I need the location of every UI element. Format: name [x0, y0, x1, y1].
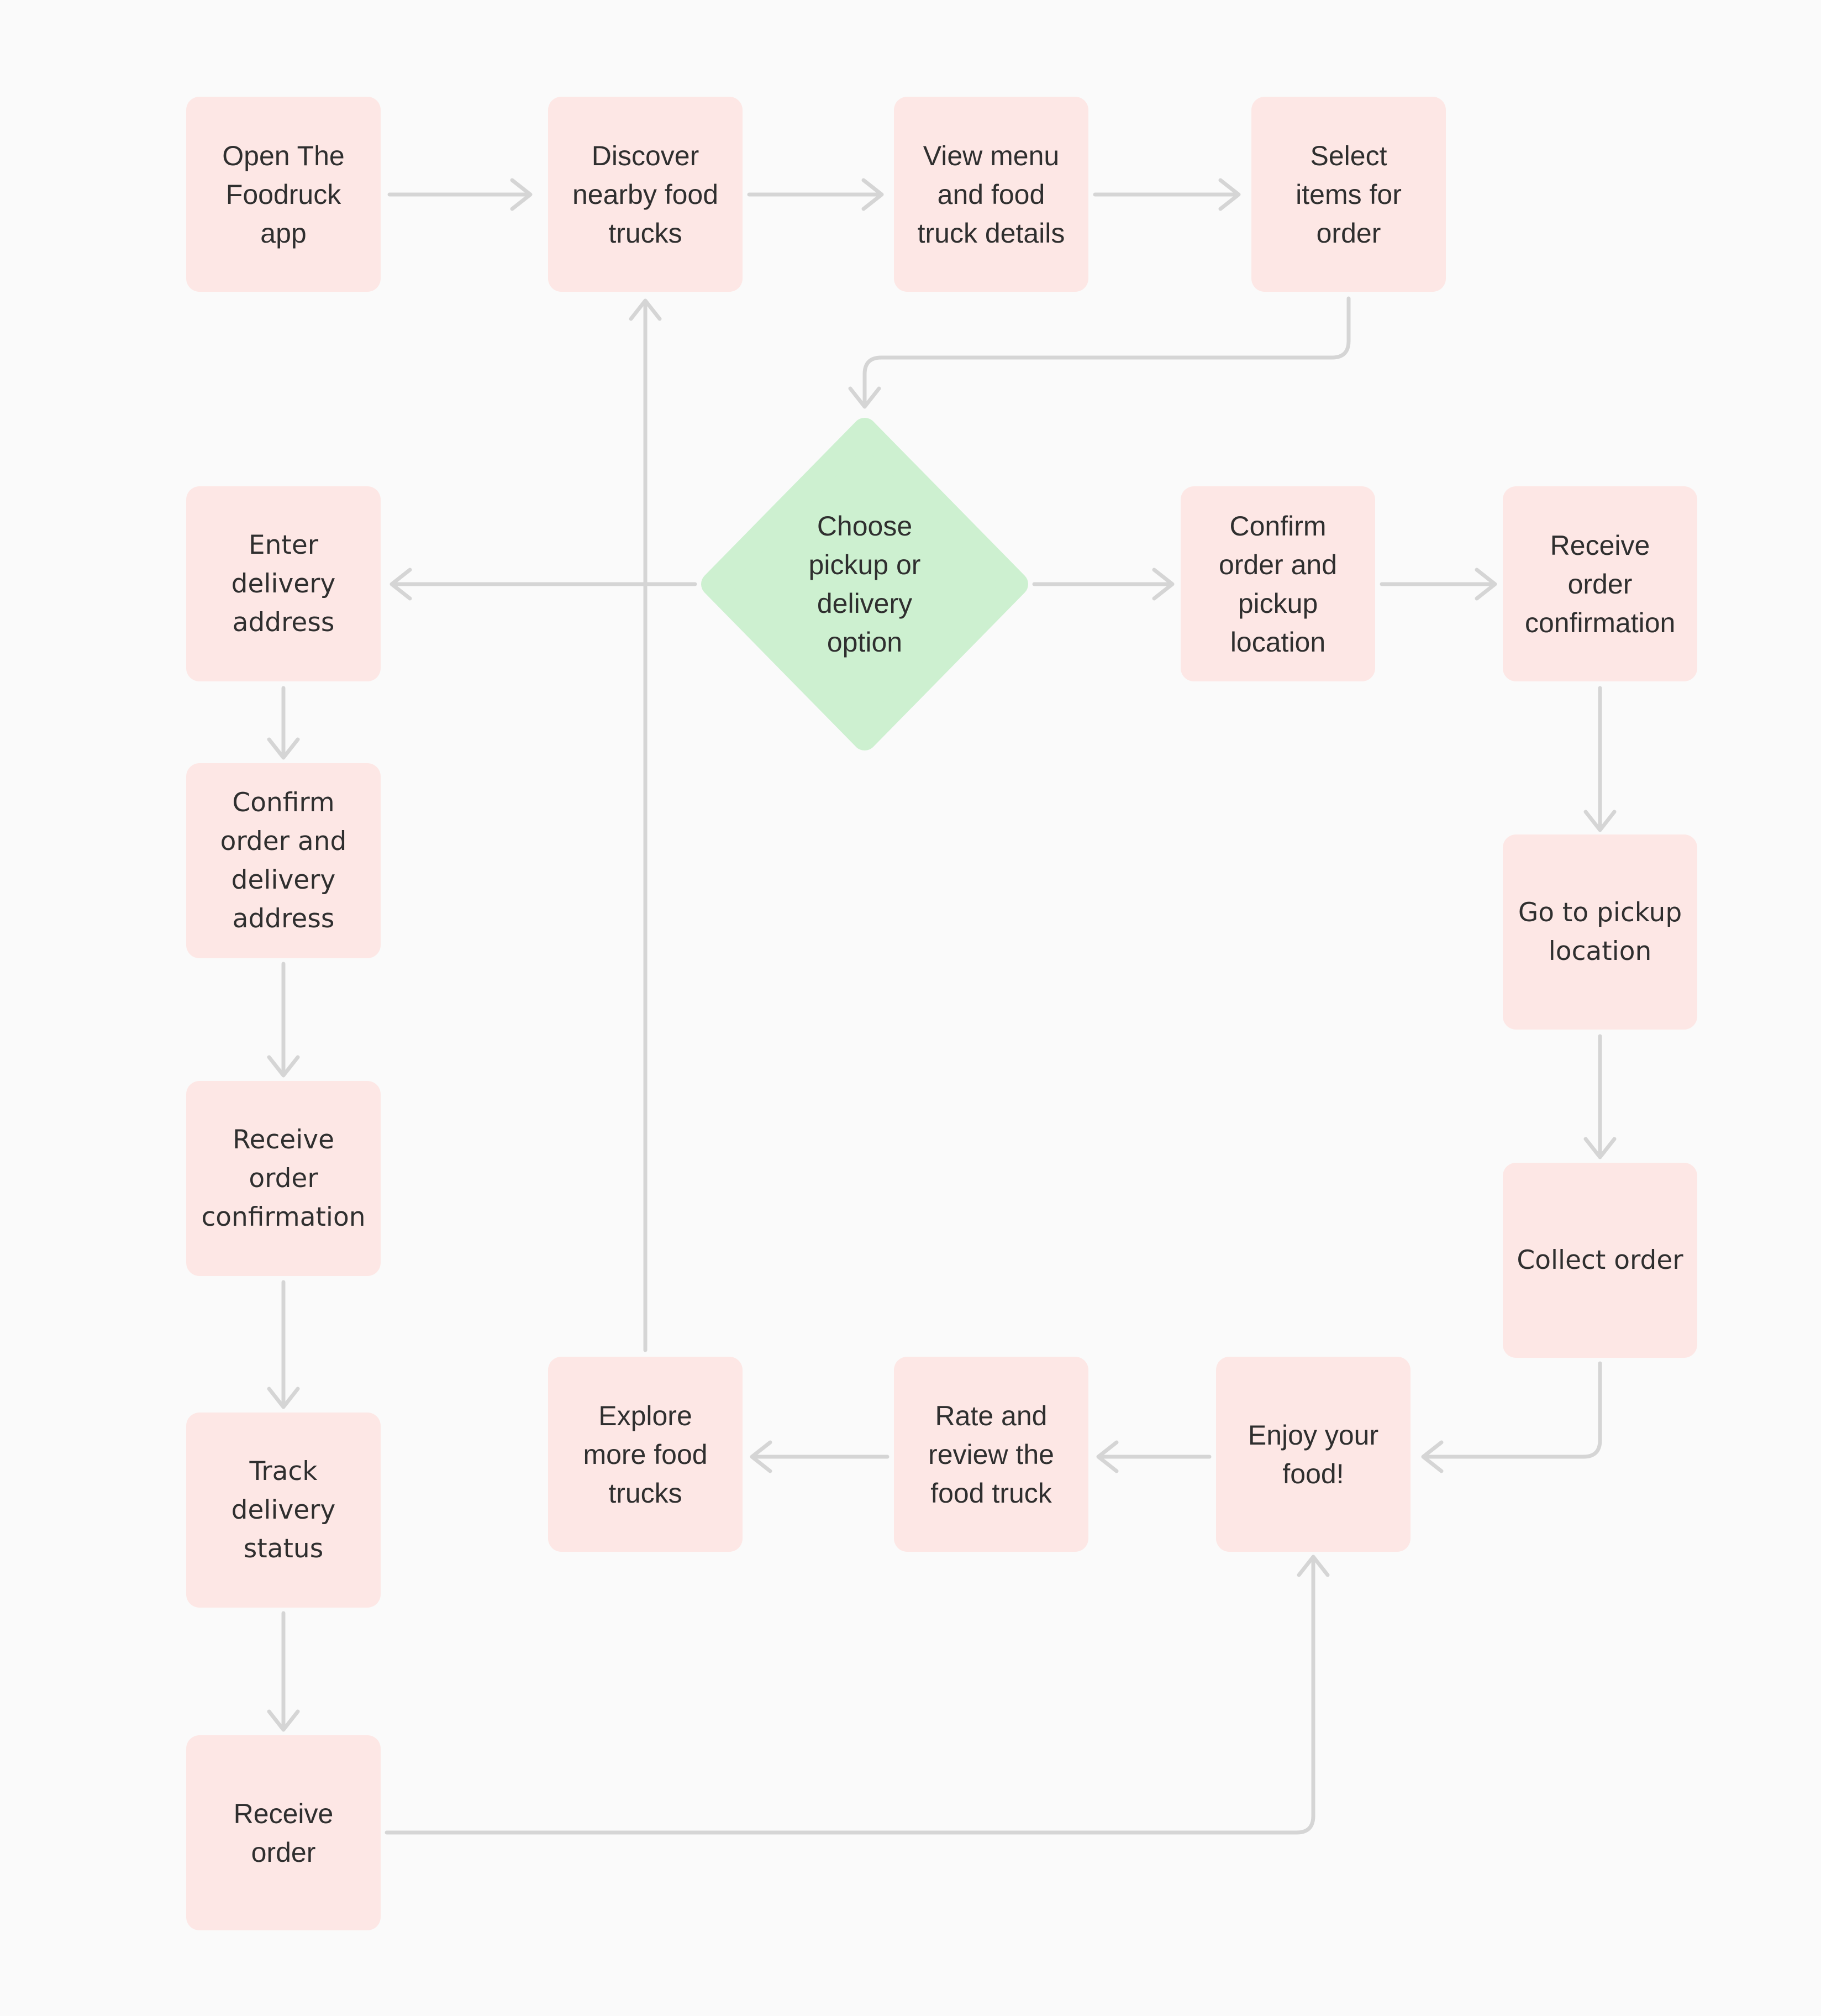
node-receive-confirmation-pickup[interactable]: Receive order confirmation: [1503, 486, 1697, 681]
edge-go-to-pickup-to-collect-order: [1583, 1034, 1617, 1159]
edge-receive-confirmation-to-track-delivery: [267, 1280, 300, 1409]
edge-enjoy-food-to-rate-review: [1096, 1440, 1212, 1473]
node-receive-order[interactable]: Receive order: [186, 1735, 381, 1930]
node-explore-more[interactable]: Explore more food trucks: [548, 1357, 743, 1552]
node-choose-option[interactable]: Choose pickup or delivery option: [701, 418, 1028, 750]
node-discover[interactable]: Discover nearby food trucks: [548, 97, 743, 292]
node-label: Receive order confirmation: [201, 1124, 366, 1232]
edge-choose-option-to-confirm-pickup: [1032, 568, 1175, 601]
edge-choose-option-to-enter-address: [390, 568, 697, 601]
edge-collect-order-to-enjoy-food: [1421, 1361, 1602, 1473]
node-label: Collect order: [1517, 1245, 1683, 1275]
edge-view-menu-to-select-items: [1093, 178, 1241, 211]
node-enter-address[interactable]: Enter delivery address: [186, 486, 381, 681]
node-confirm-pickup[interactable]: Confirm order and pickup location: [1181, 486, 1375, 681]
edge-enter-address-to-confirm-delivery: [267, 686, 300, 760]
edge-receive-confirmation-to-go-to-pickup: [1583, 686, 1617, 832]
node-select-items[interactable]: Select items for order: [1251, 97, 1446, 292]
node-enjoy-food[interactable]: Enjoy your food!: [1216, 1357, 1411, 1552]
node-label: Confirm order and pickup location: [1218, 510, 1338, 658]
node-receive-confirmation-delivery[interactable]: Receive order confirmation: [186, 1081, 381, 1276]
node-view-menu[interactable]: View menu and food truck details: [894, 97, 1088, 292]
node-label: Choose pickup or delivery option: [808, 511, 921, 658]
node-label: Enjoy your food!: [1248, 1419, 1379, 1489]
edge-discover-to-view-menu: [747, 178, 884, 211]
node-label: Receive order: [233, 1798, 334, 1868]
node-label: Receive order confirmation: [1525, 529, 1676, 638]
node-label: Enter delivery address: [231, 529, 336, 638]
node-collect-order[interactable]: Collect order: [1503, 1163, 1697, 1358]
node-label: Open The Foodruck app: [222, 140, 345, 249]
edge-open-app-to-discover: [387, 178, 533, 211]
edge-rate-review-to-explore-more: [750, 1440, 890, 1473]
node-rate-review[interactable]: Rate and review the food truck: [894, 1357, 1088, 1552]
node-label: Discover nearby food trucks: [572, 140, 719, 249]
edge-track-delivery-to-receive-order: [267, 1611, 300, 1732]
edge-confirm-pickup-to-receive-confirmation: [1380, 568, 1497, 601]
node-track-delivery[interactable]: Track delivery status: [186, 1413, 381, 1608]
edge-receive-order-to-enjoy-food: [385, 1555, 1330, 1835]
node-label: Confirm order and delivery address: [220, 787, 347, 934]
node-label: Track delivery status: [231, 1456, 336, 1564]
node-confirm-delivery[interactable]: Confirm order and delivery address: [186, 763, 381, 958]
edge-explore-more-to-discover: [629, 298, 662, 1352]
edge-confirm-delivery-to-receive-confirmation: [267, 962, 300, 1078]
node-label: Select items for order: [1296, 140, 1402, 249]
node-label: Rate and review the food truck: [928, 1400, 1054, 1509]
node-open-app[interactable]: Open The Foodruck app: [186, 97, 381, 292]
edge-select-items-to-choose-option: [848, 296, 1351, 409]
node-label: View menu and food truck details: [917, 140, 1065, 249]
node-label: Go to pickup location: [1518, 897, 1682, 967]
node-go-to-pickup[interactable]: Go to pickup location: [1503, 834, 1697, 1030]
decision-diamond-shape: [701, 418, 1028, 750]
node-label: Explore more food trucks: [583, 1400, 708, 1509]
